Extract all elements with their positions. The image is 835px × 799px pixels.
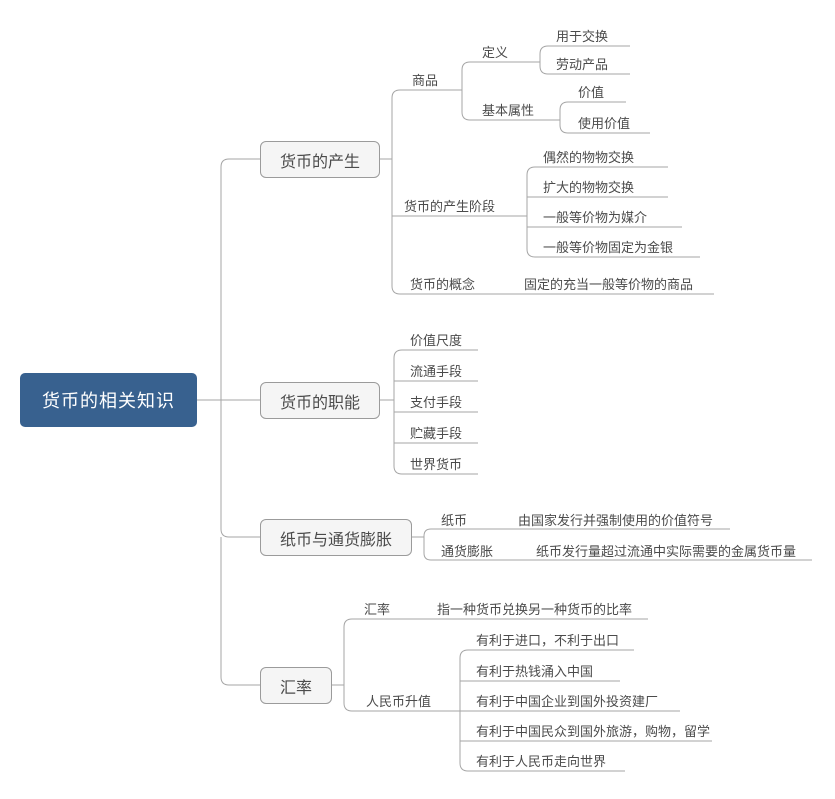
subtopic-use-value[interactable]: 使用价值	[578, 116, 631, 131]
subtopic-medium-of-circulation[interactable]: 流通手段	[410, 364, 463, 379]
subtopic-exchange-rate[interactable]: 汇率	[364, 602, 391, 617]
subtopic-benefit-hot-money[interactable]: 有利于热钱涌入中国	[476, 664, 594, 679]
subtopic-rmb-appreciation[interactable]: 人民币升值	[366, 694, 432, 709]
subtopic-inflation-definition[interactable]: 纸币发行量超过流通中实际需要的金属货币量	[536, 544, 797, 559]
subtopic-commodity[interactable]: 商品	[412, 73, 439, 88]
subtopic-paper-money-definition[interactable]: 由国家发行并强制使用的价值符号	[518, 513, 714, 528]
subtopic-stage-accidental-barter[interactable]: 偶然的物物交换	[543, 150, 635, 165]
subtopic-definition[interactable]: 定义	[482, 45, 509, 60]
subtopic-currency-concept-definition[interactable]: 固定的充当一般等价物的商品	[524, 277, 694, 292]
subtopic-value[interactable]: 价值	[578, 85, 605, 100]
subtopic-origin-stages[interactable]: 货币的产生阶段	[404, 199, 496, 214]
topic-exchange-rate[interactable]: 汇率	[260, 667, 332, 704]
subtopic-stage-gold-silver[interactable]: 一般等价物固定为金银	[543, 240, 674, 255]
subtopic-benefit-import-export[interactable]: 有利于进口，不利于出口	[476, 633, 620, 648]
subtopic-benefit-invest-abroad[interactable]: 有利于中国企业到国外投资建厂	[476, 694, 659, 709]
subtopic-stage-general-equivalent[interactable]: 一般等价物为媒介	[543, 210, 648, 225]
subtopic-world-currency[interactable]: 世界货币	[410, 457, 463, 472]
root-topic[interactable]: 货币的相关知识	[20, 373, 197, 427]
subtopic-basic-attributes[interactable]: 基本属性	[482, 103, 535, 118]
subtopic-used-for-exchange[interactable]: 用于交换	[556, 29, 609, 44]
subtopic-benefit-rmb-global[interactable]: 有利于人民币走向世界	[476, 754, 607, 769]
subtopic-paper-money[interactable]: 纸币	[441, 513, 468, 528]
topic-currency-functions[interactable]: 货币的职能	[260, 382, 380, 419]
topic-paper-money-inflation[interactable]: 纸币与通货膨胀	[260, 519, 412, 556]
subtopic-means-of-payment[interactable]: 支付手段	[410, 395, 463, 410]
subtopic-store-of-value[interactable]: 贮藏手段	[410, 426, 463, 441]
subtopic-labor-product[interactable]: 劳动产品	[556, 57, 609, 72]
subtopic-currency-concept[interactable]: 货币的概念	[410, 277, 476, 292]
topic-currency-origin[interactable]: 货币的产生	[260, 141, 380, 178]
subtopic-inflation[interactable]: 通货膨胀	[441, 544, 494, 559]
subtopic-stage-expanded-barter[interactable]: 扩大的物物交换	[543, 180, 635, 195]
subtopic-measure-of-value[interactable]: 价值尺度	[410, 333, 463, 348]
subtopic-exchange-rate-definition[interactable]: 指一种货币兑换另一种货币的比率	[437, 602, 633, 617]
subtopic-benefit-travel-study[interactable]: 有利于中国民众到国外旅游，购物，留学	[476, 724, 711, 739]
